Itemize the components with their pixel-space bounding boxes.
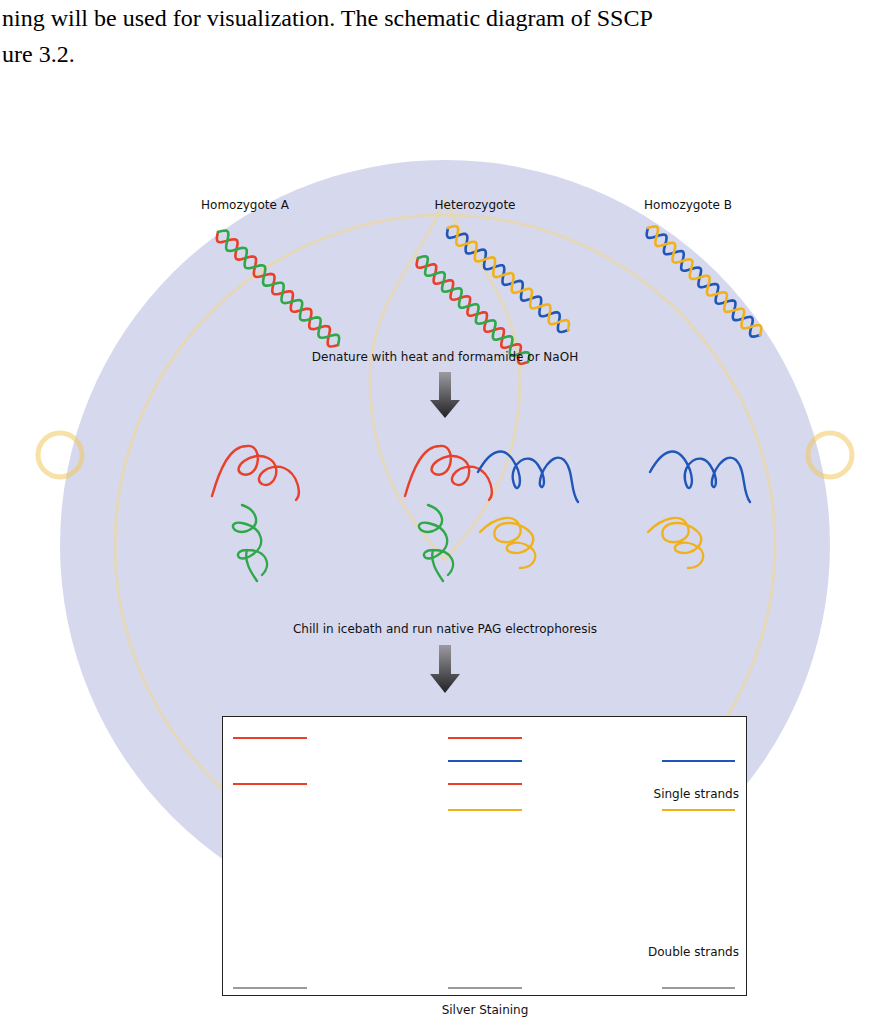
- genotype-label: Homozygote B: [644, 198, 732, 212]
- gel-band: [233, 783, 307, 785]
- gel-caption: Silver Staining: [442, 1003, 529, 1017]
- gel-box: Single strandsDouble strandsSilver Stain…: [222, 716, 747, 996]
- gel-band: [448, 760, 522, 762]
- down-arrow: [430, 372, 460, 418]
- dna-strand: [218, 231, 339, 346]
- gel-band: [233, 737, 307, 739]
- single-strand-coil: [480, 518, 535, 568]
- genotype-label: Homozygote A: [201, 198, 289, 212]
- single-strand-coil: [212, 446, 299, 500]
- band-label: Double strands: [648, 945, 739, 959]
- gel-band: [448, 783, 522, 785]
- gel-band: [233, 987, 307, 989]
- gel-band: [662, 809, 735, 811]
- gel-band: [448, 737, 522, 739]
- watermark-flowers: [38, 433, 852, 477]
- dna-strand: [448, 226, 569, 330]
- band-label: Single strands: [654, 787, 739, 801]
- single-strand-coil: [419, 505, 453, 581]
- single-strand-coil: [478, 451, 578, 502]
- gel-band: [662, 987, 735, 989]
- single-strand-coil: [650, 451, 750, 502]
- single-strand-coils: [212, 446, 750, 581]
- single-strand-coil: [233, 505, 267, 581]
- dna-strand: [648, 226, 761, 335]
- gel-band: [448, 987, 522, 989]
- step-label: Denature with heat and formamide or NaOH: [312, 350, 578, 364]
- watermark-emblem: [370, 200, 520, 560]
- dna-helices: [217, 226, 761, 364]
- step-label: Chill in icebath and run native PAG elec…: [293, 622, 597, 636]
- gel-band: [662, 760, 735, 762]
- document-text: ure 3.2.: [2, 40, 75, 69]
- dna-strand: [418, 256, 529, 362]
- down-arrow: [430, 645, 460, 693]
- genotype-label: Heterozygote: [435, 198, 516, 212]
- single-strand-coil: [648, 518, 703, 568]
- gel-band: [448, 809, 522, 811]
- document-text: ning will be used for visualization. The…: [2, 4, 653, 33]
